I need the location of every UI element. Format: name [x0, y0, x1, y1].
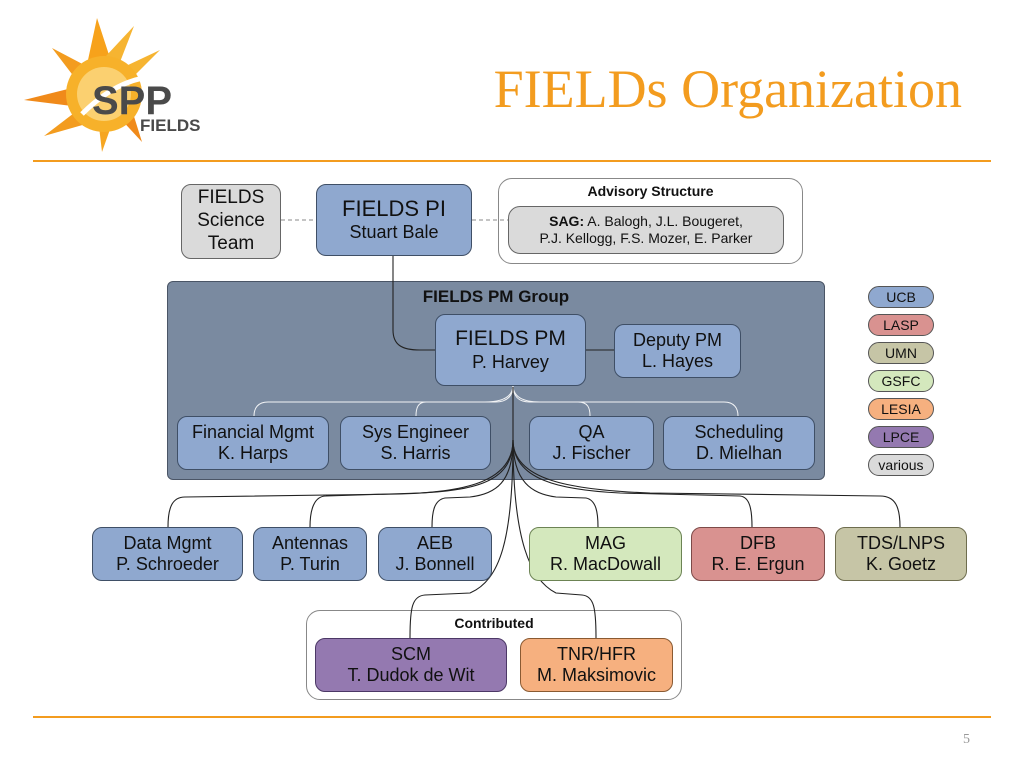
dfb-role: DFB: [740, 532, 776, 553]
qa-name: J. Fischer: [552, 443, 631, 463]
science-team-line3: Team: [207, 232, 255, 254]
legend-item-ucb: UCB: [868, 286, 934, 308]
tds-lnps-name: K. Goetz: [865, 554, 937, 574]
antennas-box: Antennas P. Turin: [253, 527, 367, 581]
mag-box: MAG R. MacDowall: [529, 527, 682, 581]
deputy-pm-role: Deputy PM: [632, 329, 723, 350]
aeb-role: AEB: [416, 532, 454, 553]
financial-mgmt-role: Financial Mgmt: [191, 421, 315, 442]
scheduling-name: D. Mielhan: [695, 443, 783, 463]
aeb-name: J. Bonnell: [395, 554, 475, 574]
legend-item-various: various: [868, 454, 934, 476]
pi-role: FIELDS PI: [342, 196, 446, 222]
qa-role: QA: [578, 421, 605, 442]
data-mgmt-role: Data Mgmt: [123, 532, 212, 553]
pm-group-title: FIELDS PM Group: [422, 287, 570, 306]
scheduling-role: Scheduling: [694, 421, 784, 442]
science-team-line1: FIELDS: [197, 187, 265, 209]
logo-word-spp: SPP: [92, 79, 172, 123]
sun-rays-icon: [24, 18, 160, 152]
pi-name: Stuart Bale: [349, 222, 439, 243]
advisory-title: Advisory Structure: [587, 183, 714, 199]
legend-item-lesia: LESIA: [868, 398, 934, 420]
deputy-pm-name: L. Hayes: [641, 351, 714, 371]
mag-name: R. MacDowall: [549, 554, 662, 574]
sag-line1: A. Balogh, J.L. Bougeret,: [587, 213, 743, 230]
science-team-line2: Science: [197, 210, 265, 232]
legend-item-umn: UMN: [868, 342, 934, 364]
bottom-divider: [33, 716, 991, 718]
scm-role: SCM: [391, 643, 431, 664]
legend-item-gsfc: GSFC: [868, 370, 934, 392]
aeb-box: AEB J. Bonnell: [378, 527, 492, 581]
sys-engineer-box: Sys Engineer S. Harris: [340, 416, 491, 470]
logo-word-fields: FIELDS: [140, 116, 200, 135]
page-number: 5: [963, 732, 970, 747]
pm-name: P. Harvey: [472, 351, 549, 372]
tds-lnps-box: TDS/LNPS K. Goetz: [835, 527, 967, 581]
financial-mgmt-name: K. Harps: [217, 443, 289, 463]
pi-box: FIELDS PI Stuart Bale: [316, 184, 472, 256]
dfb-box: DFB R. E. Ergun: [691, 527, 825, 581]
scm-box: SCM T. Dudok de Wit: [315, 638, 507, 692]
antennas-name: P. Turin: [280, 554, 340, 574]
science-team-box: FIELDS Science Team: [181, 184, 281, 259]
tds-lnps-role: TDS/LNPS: [856, 532, 946, 553]
tnr-hfr-name: M. Maksimovic: [536, 665, 656, 685]
pm-role: FIELDS PM: [455, 327, 566, 350]
pm-box: FIELDS PM P. Harvey: [435, 314, 586, 386]
top-divider: [33, 160, 991, 162]
sag-label: SAG:: [549, 213, 585, 230]
tnr-hfr-box: TNR/HFR M. Maksimovic: [520, 638, 673, 692]
data-mgmt-name: P. Schroeder: [116, 554, 219, 574]
data-mgmt-box: Data Mgmt P. Schroeder: [92, 527, 243, 581]
slide-title: FIELDs Organization: [493, 59, 962, 119]
financial-mgmt-box: Financial Mgmt K. Harps: [177, 416, 329, 470]
mag-role: MAG: [584, 532, 626, 553]
legend-item-lpce: LPCE: [868, 426, 934, 448]
sag-line2: P.J. Kellogg, F.S. Mozer, E. Parker: [539, 230, 753, 246]
sys-engineer-role: Sys Engineer: [361, 421, 470, 442]
dfb-name: R. E. Ergun: [711, 554, 805, 574]
tnr-hfr-role: TNR/HFR: [557, 643, 636, 664]
legend-item-lasp: LASP: [868, 314, 934, 336]
sag-box: SAG: A. Balogh, J.L. Bougeret, P.J. Kell…: [508, 206, 784, 254]
contributed-title: Contributed: [454, 615, 534, 631]
scm-name: T. Dudok de Wit: [347, 665, 475, 685]
sys-engineer-name: S. Harris: [380, 443, 451, 463]
scheduling-box: Scheduling D. Mielhan: [663, 416, 815, 470]
antennas-role: Antennas: [271, 532, 349, 553]
deputy-pm-box: Deputy PM L. Hayes: [614, 324, 741, 378]
qa-box: QA J. Fischer: [529, 416, 654, 470]
spp-fields-logo: SPP FIELDS: [24, 18, 200, 152]
